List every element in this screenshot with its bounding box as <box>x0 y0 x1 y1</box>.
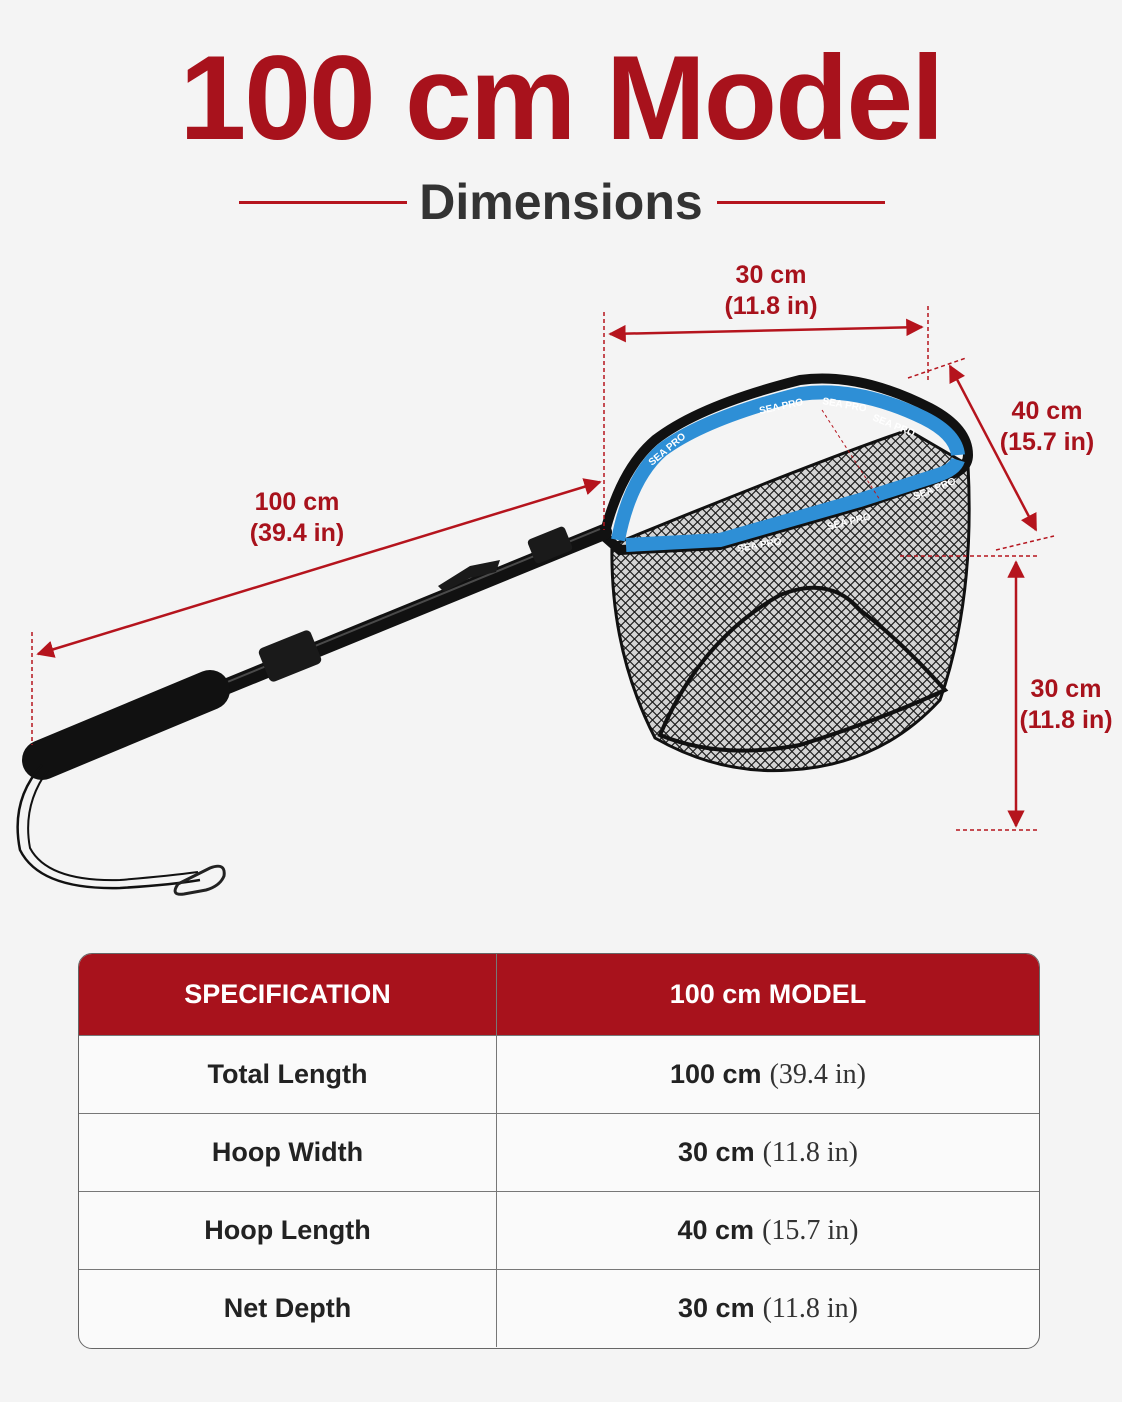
row-label: Total Length <box>79 1036 497 1113</box>
subtitle-rule-right <box>717 201 885 204</box>
carabiner <box>173 864 226 896</box>
lanyard <box>16 764 201 890</box>
dim-width-arrow <box>608 318 924 343</box>
dim-hoop-arrow <box>948 364 1038 532</box>
subtitle-row: Dimensions <box>0 170 1122 234</box>
subtitle-rule-left <box>239 201 407 204</box>
page-title: 100 cm Model <box>179 31 945 165</box>
header-specification: SPECIFICATION <box>79 954 497 1035</box>
row-value-in: (11.8 in) <box>762 1292 858 1324</box>
label-hoop-width-cm: 30 cm <box>735 261 807 289</box>
row-label-text: Net Depth <box>223 1293 352 1323</box>
table-row: Net Depth 30 cm(11.8 in) <box>79 1269 1039 1347</box>
label-hoop-length-in: (15.7 in) <box>999 428 1095 456</box>
row-label-text: Total Length <box>207 1059 368 1089</box>
row-value: 100 cm(39.4 in) <box>497 1036 1039 1113</box>
handle-grip <box>22 670 230 780</box>
row-value-cm: 40 cm <box>677 1215 755 1245</box>
row-value-cm: 100 cm <box>669 1059 762 1089</box>
row-label: Hoop Width <box>79 1114 497 1191</box>
row-value-cm: 30 cm <box>678 1293 755 1323</box>
label-net-depth-in: (11.8 in) <box>1019 706 1113 734</box>
spec-table: SPECIFICATION 100 cm MODEL Total Length … <box>78 953 1040 1349</box>
row-label: Net Depth <box>79 1270 497 1347</box>
row-value: 30 cm(11.8 in) <box>497 1114 1039 1191</box>
label-hoop-length: 40 cm (15.7 in) <box>992 396 1102 458</box>
table-row: Hoop Length 40 cm(15.7 in) <box>79 1191 1039 1269</box>
row-value: 30 cm(11.8 in) <box>497 1270 1039 1347</box>
dim-length-arrow <box>36 478 602 658</box>
row-value-cm: 30 cm <box>678 1137 755 1167</box>
row-value-in: (11.8 in) <box>762 1136 858 1168</box>
table-row: Total Length 100 cm(39.4 in) <box>79 1035 1039 1113</box>
row-label: Hoop Length <box>79 1192 497 1269</box>
net-bottom-seam <box>657 585 949 753</box>
hoop-band <box>611 385 965 542</box>
net-mesh <box>610 428 971 773</box>
page-subtitle: Dimensions <box>419 174 703 230</box>
landing-net-diagram: SEA PRO SEA PRO SEA PRO SEA PRO SEA PRO … <box>16 306 1055 896</box>
label-net-depth: 30 cm (11.8 in) <box>1012 674 1120 736</box>
label-total-length-in: (39.4 in) <box>249 519 345 547</box>
row-label-text: Hoop Length <box>204 1215 371 1245</box>
label-total-length-cm: 100 cm <box>254 488 340 516</box>
row-value-in: (15.7 in) <box>762 1214 859 1246</box>
header-model: 100 cm MODEL <box>669 979 867 1009</box>
label-hoop-length-cm: 40 cm <box>1011 397 1083 425</box>
label-net-depth-cm: 30 cm <box>1030 675 1102 703</box>
label-total-length: 100 cm (39.4 in) <box>232 487 362 549</box>
row-value: 40 cm(15.7 in) <box>497 1192 1039 1269</box>
lanyard-2 <box>27 769 199 882</box>
label-hoop-width: 30 cm (11.8 in) <box>706 260 836 322</box>
table-row: Hoop Width 30 cm(11.8 in) <box>79 1113 1039 1191</box>
row-value-in: (39.4 in) <box>769 1058 866 1090</box>
row-label-text: Hoop Width <box>211 1137 364 1167</box>
table-header: SPECIFICATION 100 cm MODEL <box>79 954 1039 1035</box>
dim-hoop-tick-bottom <box>995 535 1055 551</box>
label-hoop-width-in: (11.8 in) <box>724 292 818 320</box>
dim-hoop-tick-top <box>907 357 967 379</box>
